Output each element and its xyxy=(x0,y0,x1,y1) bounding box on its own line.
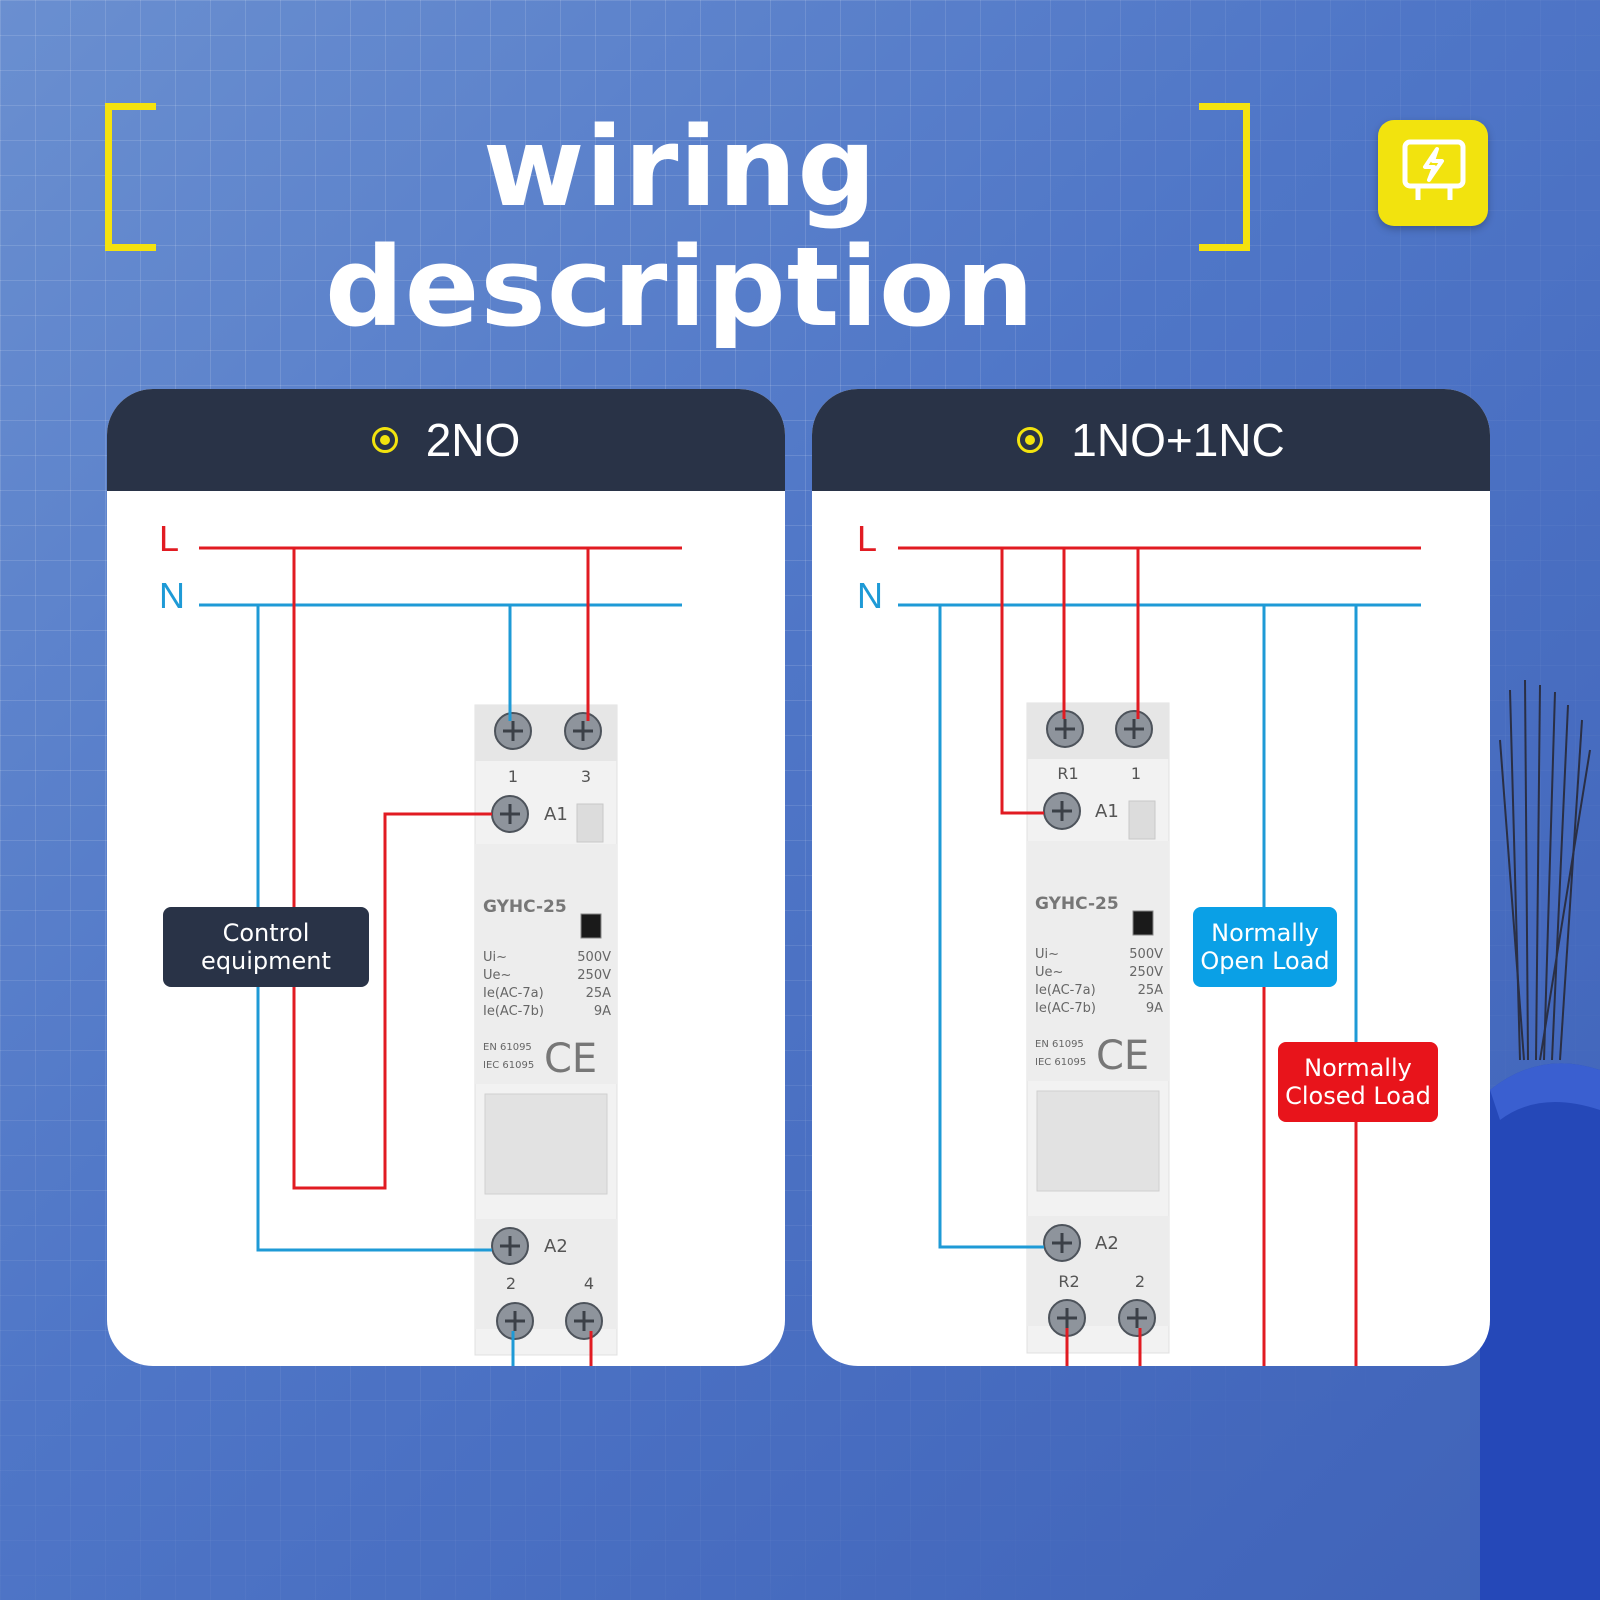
terminal-label: 2 xyxy=(506,1274,516,1293)
target-icon xyxy=(1017,427,1044,453)
spec-value: 25A xyxy=(586,986,612,1001)
panel-header: 1NO+1NC xyxy=(812,389,1490,491)
spec-label: Ie(AC-7a) xyxy=(483,986,544,1001)
device-model: GYHC-25 xyxy=(483,897,567,917)
wire-neutral-a2 xyxy=(938,605,1044,1249)
terminal-label: 2 xyxy=(1135,1272,1145,1291)
spec-label: Ue~ xyxy=(483,968,511,983)
standard-label: IEC 61095 xyxy=(483,1060,534,1071)
panel-title: 2NO xyxy=(425,414,521,466)
ce-mark: CE xyxy=(544,1036,597,1082)
panel-1no-1nc: 1NO+1NC L N xyxy=(812,389,1490,1366)
wiring-diagram-2no: L N xyxy=(159,518,682,1366)
panel-2no: 2NO L N xyxy=(107,389,785,1366)
spec-label: Ie(AC-7a) xyxy=(1035,983,1096,998)
coil-a2-label: A2 xyxy=(1095,1233,1119,1254)
spec-value: 250V xyxy=(1129,965,1163,980)
terminal-label: 1 xyxy=(1131,764,1141,783)
spec-value: 25A xyxy=(1138,983,1164,998)
contactor-device: 1 3 A1 A2 2 4 GYHC-25 Ui~ Ue~ Ie(AC-7a) … xyxy=(474,704,618,1356)
spec-label: Ie(AC-7b) xyxy=(1035,1001,1096,1016)
title-bracket-right xyxy=(1199,103,1250,251)
coil-a2-label: A2 xyxy=(544,1236,568,1257)
normally-open-load-box: Normally Open Load xyxy=(1193,907,1337,987)
wiring-diagram-1no-1nc: L N R1 1 xyxy=(857,518,1421,1366)
wire-no-load-return xyxy=(1138,987,1266,1366)
device-model: GYHC-25 xyxy=(1035,894,1119,914)
standard-label: EN 61095 xyxy=(1035,1039,1084,1050)
title-bracket-left xyxy=(105,103,156,251)
standard-label: EN 61095 xyxy=(483,1042,532,1053)
page-title-block: wiring description xyxy=(105,103,1250,347)
wire-nc-load-return xyxy=(1065,1122,1358,1366)
normally-closed-load-box: Normally Closed Load xyxy=(1278,1042,1438,1122)
spec-value: 9A xyxy=(1146,1001,1163,1016)
wire-live-a1 xyxy=(1000,548,1044,815)
spec-value: 250V xyxy=(577,968,611,983)
spec-label: Ie(AC-7b) xyxy=(483,1004,544,1019)
lightning-meter-icon xyxy=(1378,120,1488,226)
wire-live-control xyxy=(292,548,492,1190)
cable-decoration xyxy=(1480,680,1600,1600)
target-icon xyxy=(371,427,398,453)
control-equipment-box: Control equipment xyxy=(163,907,369,987)
spec-value: 500V xyxy=(1129,947,1163,962)
coil-a1-label: A1 xyxy=(544,804,568,825)
line-n-label: N xyxy=(857,575,883,616)
terminal-label: 1 xyxy=(508,767,518,786)
coil-a1-label: A1 xyxy=(1095,801,1119,822)
contactor-device: R1 1 A1 A2 R2 2 GYHC-25 Ui~ Ue~ Ie(AC-7a… xyxy=(1026,702,1170,1354)
spec-label: Ui~ xyxy=(1035,947,1059,962)
line-n-label: N xyxy=(159,575,185,616)
panel-title: 1NO+1NC xyxy=(1071,414,1285,466)
terminal-label: R1 xyxy=(1057,764,1078,783)
terminal-label: 3 xyxy=(581,767,591,786)
terminal-label: 4 xyxy=(584,1274,594,1293)
standard-label: IEC 61095 xyxy=(1035,1057,1086,1068)
line-l-label: L xyxy=(159,518,179,559)
spec-label: Ui~ xyxy=(483,950,507,965)
spec-label: Ue~ xyxy=(1035,965,1063,980)
spec-value: 500V xyxy=(577,950,611,965)
ce-mark: CE xyxy=(1096,1033,1149,1079)
panel-header: 2NO xyxy=(107,389,785,491)
terminal-label: R2 xyxy=(1058,1272,1079,1291)
wire-neutral-control xyxy=(256,605,492,1252)
spec-value: 9A xyxy=(594,1004,611,1019)
page-title: wiring description xyxy=(325,103,1035,351)
line-l-label: L xyxy=(857,518,877,559)
